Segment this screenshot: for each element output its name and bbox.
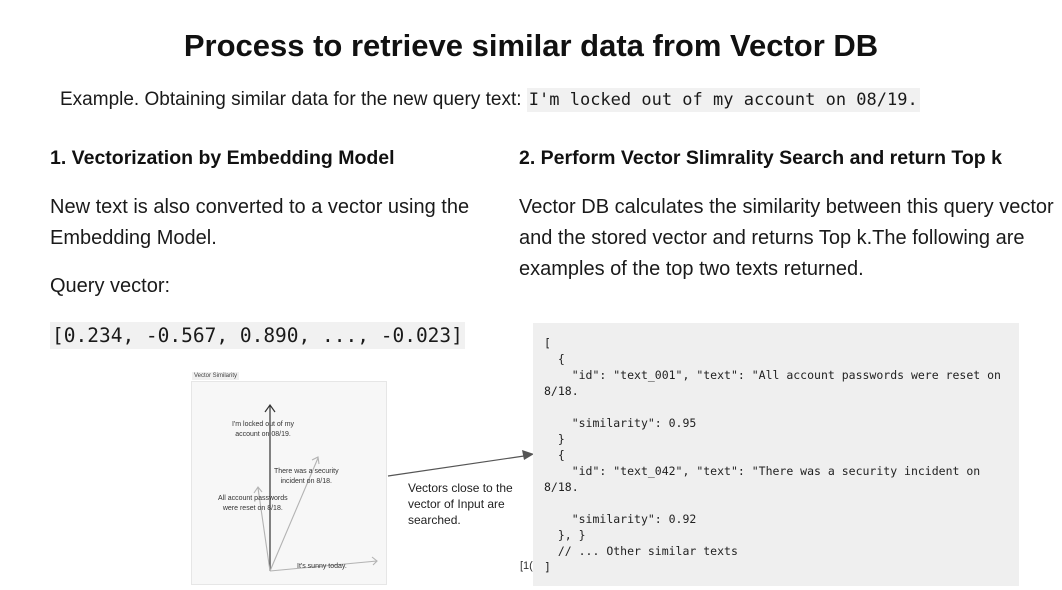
step2-heading: 2. Perform Vector Slimrality Search and … — [519, 147, 1002, 169]
diagram-panel — [191, 381, 387, 585]
vector-arrows — [253, 403, 378, 572]
search-arrow — [387, 450, 534, 477]
label-sunny: It's sunny today. — [297, 563, 347, 570]
step2-description: Vector DB calculates the similarity betw… — [519, 196, 1054, 280]
step1-heading: 1. Vectorization by Embedding Model — [50, 147, 395, 169]
passwords-vector-arrow — [257, 487, 271, 572]
query-arrowhead — [264, 403, 276, 413]
vector-similarity-diagram: Vector Similarity I'm locked out of my a… — [188, 368, 388, 586]
sunny-vector-arrow — [269, 560, 378, 572]
example-prefix: Example. Obtaining similar data for the … — [60, 89, 527, 110]
diagram-caption: Vector Similarity — [192, 372, 240, 380]
page-title: Process to retrieve similar data from Ve… — [183, 28, 879, 63]
query-vector: [0.234, -0.567, 0.890, ..., -0.023] — [50, 322, 465, 349]
example-query-text: I'm locked out of my account on 08/19. — [526, 88, 920, 112]
label-query: I'm locked out of my account on 08/19. — [232, 421, 295, 438]
label-security: There was a security incident on 8/18. — [274, 468, 339, 485]
side-note: Vectors close to the vector of Input are… — [408, 481, 513, 527]
example-line: Example. Obtaining similar data for the … — [60, 88, 920, 112]
step1-description: New text is also converted to a vector u… — [50, 196, 470, 249]
security-vector-arrow — [269, 457, 319, 572]
stray-text: [1( — [520, 560, 533, 572]
label-passwords: All account passwords were reset on 8/18… — [218, 495, 288, 512]
results-json-block: [ { "id": "text_001", "text": "All accou… — [533, 323, 1019, 586]
query-vector-label: Query vector: — [50, 275, 171, 297]
